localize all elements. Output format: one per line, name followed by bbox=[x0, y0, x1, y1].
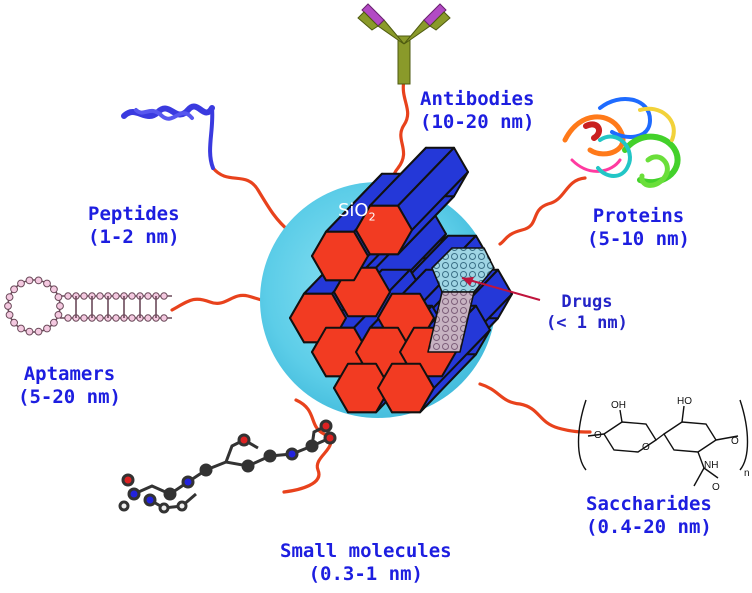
label-antibodies: Antibodies (10-20 nm) bbox=[420, 88, 534, 134]
aptamer-bead bbox=[25, 276, 34, 285]
aptamer-bead bbox=[34, 276, 43, 285]
aptamer-bead bbox=[4, 302, 12, 310]
label-drugs-name: Drugs bbox=[561, 292, 613, 312]
tether-protein bbox=[498, 176, 587, 246]
saccharide-structure bbox=[577, 399, 749, 487]
protein-icon bbox=[562, 97, 681, 188]
pore-array bbox=[289, 146, 513, 414]
aptamer-bead bbox=[10, 318, 18, 327]
label-saccharides-size: (0.4-20 nm) bbox=[586, 516, 712, 538]
aptamer-bead bbox=[80, 292, 88, 300]
peptide-icon bbox=[121, 103, 215, 170]
saccharide-atom-labels: OH HO O O NH O O n bbox=[594, 396, 750, 493]
aptamer-bead bbox=[160, 314, 168, 322]
label-saccharides: Saccharides (0.4-20 nm) bbox=[586, 493, 712, 539]
label-antibodies-size: (10-20 nm) bbox=[420, 111, 535, 133]
aptamer-bead bbox=[34, 327, 43, 336]
aptamer-bead bbox=[144, 292, 152, 300]
aptamer-bead bbox=[43, 324, 51, 333]
label-drugs-size: (< 1 nm) bbox=[546, 313, 628, 333]
label-proteins: Proteins (5-10 nm) bbox=[587, 205, 690, 251]
label-antibodies-name: Antibodies bbox=[420, 88, 535, 110]
aptamer-bead bbox=[50, 285, 58, 294]
aptamer-bead bbox=[112, 292, 120, 300]
pore-face bbox=[377, 362, 435, 414]
tether-peptide bbox=[211, 166, 292, 234]
aptamer-bead bbox=[64, 314, 72, 322]
tether-small-molecule bbox=[282, 398, 333, 494]
label-small-molecules: Small molecules (0.3-1 nm) bbox=[280, 540, 452, 586]
atom-o-3: O bbox=[712, 482, 720, 493]
label-small-molecules-name: Small molecules bbox=[280, 540, 452, 562]
label-proteins-name: Proteins bbox=[592, 205, 685, 227]
label-peptides: Peptides (1-2 nm) bbox=[88, 203, 180, 249]
aptamer-bead bbox=[80, 314, 88, 322]
label-aptamers: Aptamers (5-20 nm) bbox=[18, 363, 121, 409]
aptamer-bead bbox=[56, 302, 64, 310]
aptamer-bead bbox=[96, 314, 104, 322]
aptamer-bead bbox=[54, 310, 63, 319]
aptamer-icon bbox=[4, 276, 172, 336]
aptamer-bead bbox=[128, 292, 136, 300]
aptamer-bead bbox=[50, 318, 58, 327]
aptamer-bead bbox=[43, 279, 51, 288]
tether-saccharide bbox=[478, 382, 592, 434]
label-saccharides-name: Saccharides bbox=[586, 493, 712, 515]
atom-oh-1: OH bbox=[611, 400, 626, 411]
pore-face bbox=[311, 230, 369, 282]
drug-loaded-channel-side bbox=[427, 291, 475, 353]
atom-o-1: O bbox=[594, 430, 602, 441]
atom-o-4: O bbox=[731, 436, 739, 447]
silica-label: SiO2 bbox=[338, 200, 376, 224]
aptamer-bead bbox=[96, 292, 104, 300]
label-drugs: Drugs (< 1 nm) bbox=[546, 292, 628, 334]
aptamer-bead bbox=[17, 324, 25, 333]
pore-faces bbox=[289, 204, 457, 414]
label-peptides-name: Peptides bbox=[88, 203, 180, 225]
bracket-right bbox=[739, 399, 749, 471]
atom-nh: NH bbox=[704, 460, 718, 471]
aptamer-bead bbox=[5, 293, 14, 302]
antibody-icon bbox=[357, 3, 451, 85]
atom-ho: HO bbox=[677, 396, 692, 407]
pore-face bbox=[333, 362, 391, 414]
atom-o-2: O bbox=[642, 442, 650, 453]
drug-pointer bbox=[461, 277, 541, 301]
aptamer-bead bbox=[64, 292, 72, 300]
label-proteins-size: (5-10 nm) bbox=[587, 228, 690, 250]
aptamer-bead bbox=[128, 314, 136, 322]
bracket-left bbox=[577, 399, 587, 471]
aptamer-bead bbox=[25, 327, 34, 336]
repeat-subscript: n bbox=[744, 468, 750, 479]
small-molecule-icon bbox=[118, 419, 337, 514]
label-peptides-size: (1-2 nm) bbox=[88, 226, 180, 248]
label-small-molecules-size: (0.3-1 nm) bbox=[308, 563, 423, 585]
aptamer-bead bbox=[144, 314, 152, 322]
aptamer-bead bbox=[5, 310, 14, 319]
aptamer-bead bbox=[160, 292, 168, 300]
label-aptamers-name: Aptamers bbox=[23, 363, 116, 385]
pore-face bbox=[355, 204, 413, 256]
aptamer-bead bbox=[17, 279, 25, 288]
aptamer-beads bbox=[4, 276, 168, 336]
label-aptamers-size: (5-20 nm) bbox=[18, 386, 121, 408]
aptamer-bead bbox=[10, 285, 18, 294]
aptamer-bead bbox=[112, 314, 120, 322]
aptamer-bead bbox=[54, 293, 63, 302]
